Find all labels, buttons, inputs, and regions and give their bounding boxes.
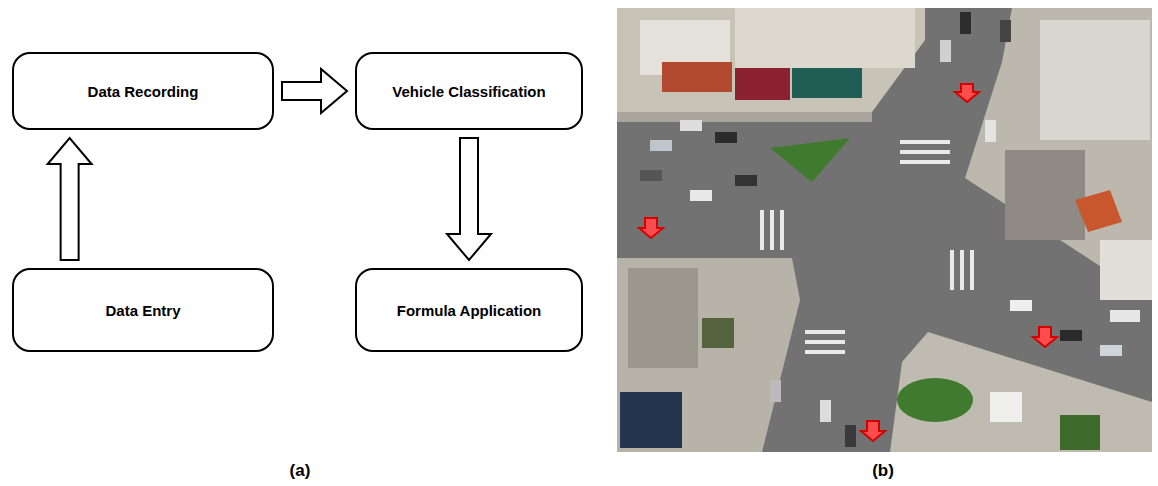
building — [1100, 240, 1152, 300]
red-arrows — [639, 84, 1057, 441]
awning — [735, 68, 790, 100]
solar-panels — [620, 392, 682, 448]
garden — [897, 378, 973, 422]
box-label: Vehicle Classification — [392, 83, 545, 100]
process-box: Data Entry — [12, 268, 274, 352]
box-label: Data Recording — [88, 83, 199, 100]
asphalt — [617, 8, 1152, 452]
block-arrow — [48, 138, 92, 260]
planter — [702, 318, 734, 348]
city-block — [890, 332, 1152, 452]
box-label: Formula Application — [397, 302, 541, 319]
building — [735, 8, 915, 68]
sidewalk — [617, 112, 872, 122]
block-arrow — [282, 69, 347, 113]
process-box: Vehicle Classification — [355, 52, 583, 130]
panel-label: (b) — [872, 461, 894, 481]
block-arrow — [447, 138, 491, 260]
process-box: Formula Application — [355, 268, 583, 352]
building — [990, 392, 1022, 422]
city-block — [617, 258, 800, 452]
city-block — [617, 8, 925, 112]
awning — [792, 68, 862, 98]
tree — [1060, 415, 1100, 450]
roof — [662, 62, 732, 92]
city-block — [965, 8, 1152, 300]
box-label: Data Entry — [105, 302, 180, 319]
roof — [1075, 190, 1122, 232]
crosswalk — [760, 140, 974, 354]
panel-label: (a) — [290, 461, 311, 481]
square — [628, 268, 698, 368]
building — [1005, 150, 1085, 240]
green-island — [770, 138, 850, 182]
building — [1040, 20, 1150, 140]
cars — [640, 12, 1140, 447]
process-box: Data Recording — [12, 52, 274, 130]
